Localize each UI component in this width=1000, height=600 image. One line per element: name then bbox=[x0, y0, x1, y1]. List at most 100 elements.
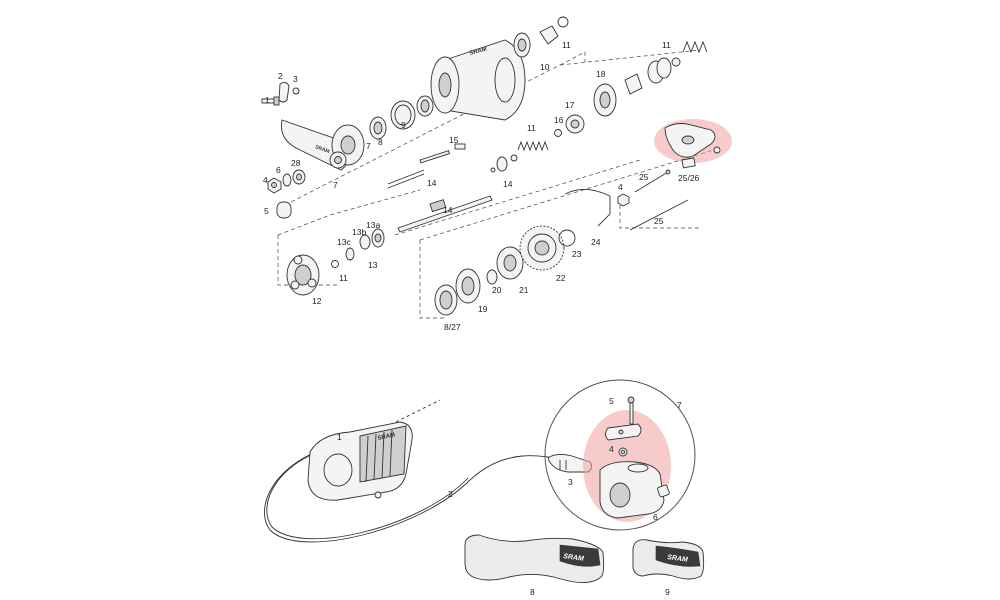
torque-arm-brand: SRAM bbox=[314, 144, 330, 155]
part-14-rod bbox=[387, 169, 425, 189]
label-19: 19 bbox=[478, 304, 488, 314]
part-22-sprocket bbox=[519, 225, 565, 271]
label-15: 15 bbox=[449, 135, 459, 145]
label-17: 17 bbox=[565, 100, 575, 110]
label-21: 21 bbox=[519, 285, 529, 295]
part-24-wire bbox=[564, 189, 611, 227]
shifter-label-4: 4 bbox=[609, 444, 614, 454]
part-13a-bearing bbox=[371, 228, 385, 248]
hub-shell: SRAM bbox=[430, 39, 526, 121]
part-14-washers bbox=[490, 154, 518, 173]
part-25-26-clamp bbox=[664, 123, 721, 169]
part-4-nut bbox=[618, 447, 628, 457]
label-18: 18 bbox=[596, 69, 606, 79]
label-1: 1 bbox=[265, 95, 270, 105]
shifter-label-6: 6 bbox=[653, 512, 658, 522]
label-7a: 7 bbox=[333, 180, 338, 190]
part-11-clip-left bbox=[331, 260, 339, 268]
shifter-label-9: 9 bbox=[665, 587, 670, 597]
part-cover-plate bbox=[605, 423, 642, 441]
part-11-spring-right bbox=[671, 40, 708, 67]
part-clamp-body bbox=[599, 461, 665, 519]
shifter-brand: SRAM bbox=[377, 432, 396, 442]
shifter-labels: 1 2 3 4 5 6 7 8 9 bbox=[337, 396, 682, 597]
part-6-washer bbox=[282, 173, 292, 187]
part-1-bolt bbox=[261, 96, 280, 106]
label-14b: 14 bbox=[443, 205, 453, 215]
assembly-dashed-lines bbox=[277, 49, 721, 319]
part-21-dust-cap bbox=[496, 246, 524, 280]
hub-shell-brand: SRAM bbox=[469, 47, 488, 57]
label-7b: 7 bbox=[366, 141, 371, 151]
part-25-rod-lower bbox=[629, 199, 689, 231]
grip-short-brand: SRAM bbox=[667, 554, 689, 564]
label-8: 8 bbox=[378, 137, 383, 147]
part-17-driver bbox=[565, 114, 585, 134]
part-19-cone bbox=[455, 268, 481, 304]
label-13a: 13a bbox=[366, 220, 380, 230]
part-9-ring bbox=[390, 95, 434, 130]
part-11-coil bbox=[647, 57, 672, 84]
label-25-26: 25/26 bbox=[678, 173, 700, 183]
label-11a: 11 bbox=[562, 40, 571, 50]
part-28-washer bbox=[292, 169, 306, 185]
shifter-label-3: 3 bbox=[568, 477, 573, 487]
grip-long-brand: SRAM bbox=[563, 553, 585, 563]
shifter-grip-ribs bbox=[365, 429, 393, 483]
label-11c: 11 bbox=[527, 123, 536, 133]
shifter-label-1: 1 bbox=[337, 432, 342, 442]
label-14c: 14 bbox=[503, 179, 513, 189]
label-22: 22 bbox=[556, 273, 566, 283]
part-1-twist-shifter: SRAM bbox=[307, 421, 413, 501]
hub-labels: 1 2 3 4 5 6 28 7 7 8 9 10 11 11 11 11 12… bbox=[263, 40, 700, 332]
label-25a: 25 bbox=[639, 172, 649, 182]
part-2-clip bbox=[278, 81, 290, 103]
label-9: 9 bbox=[401, 120, 406, 130]
label-3: 3 bbox=[293, 74, 298, 84]
label-5: 5 bbox=[264, 206, 269, 216]
part-4-nut-right bbox=[617, 193, 630, 207]
label-8-27: 8/27 bbox=[444, 322, 461, 332]
part-2-cable bbox=[264, 399, 566, 543]
part-4-nut-left bbox=[267, 177, 282, 194]
part-5-screw bbox=[627, 396, 635, 425]
part-5-cap bbox=[276, 201, 292, 219]
label-11b: 11 bbox=[662, 40, 671, 50]
label-14a: 14 bbox=[427, 178, 437, 188]
part-23-circlip bbox=[558, 229, 576, 247]
label-12: 12 bbox=[312, 296, 322, 306]
inset-magnifier-circle bbox=[544, 379, 696, 531]
shifter-label-5: 5 bbox=[609, 396, 614, 406]
part-8-bearing bbox=[369, 116, 387, 140]
part-3-nut bbox=[292, 87, 300, 95]
shifter-label-8: 8 bbox=[530, 587, 535, 597]
part-8-grip-long: SRAM bbox=[464, 534, 605, 583]
part-10-bearing-cup bbox=[513, 25, 559, 58]
label-16: 16 bbox=[554, 115, 564, 125]
part-11-spring-center bbox=[517, 140, 549, 152]
shifter-label-7: 7 bbox=[677, 400, 682, 410]
label-25b: 25 bbox=[654, 216, 664, 226]
shifter-assembly-view: SRAM bbox=[264, 379, 705, 597]
label-20: 20 bbox=[492, 285, 502, 295]
label-13c: 13c bbox=[337, 237, 351, 247]
hub-exploded-view: SRAM bbox=[261, 16, 732, 332]
label-13b: 13b bbox=[352, 227, 366, 237]
part-11-circlip-top bbox=[557, 16, 569, 28]
label-28: 28 bbox=[291, 158, 301, 168]
part-13b-ring bbox=[359, 234, 371, 250]
label-23: 23 bbox=[572, 249, 582, 259]
shifter-label-2: 2 bbox=[448, 489, 453, 499]
part-7b-gear bbox=[329, 151, 347, 169]
label-6: 6 bbox=[276, 165, 281, 175]
part-12-planet-cage bbox=[286, 254, 320, 296]
label-10: 10 bbox=[540, 62, 550, 72]
part-13c-washer bbox=[345, 247, 355, 261]
part-16-washer bbox=[554, 129, 562, 137]
label-2: 2 bbox=[278, 71, 283, 81]
label-4a: 4 bbox=[263, 175, 268, 185]
part-14-axle bbox=[397, 195, 493, 233]
part-8-27-bearing bbox=[434, 284, 458, 316]
label-11d: 11 bbox=[339, 273, 348, 283]
